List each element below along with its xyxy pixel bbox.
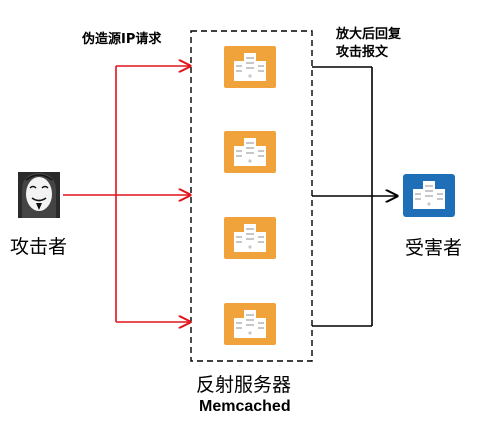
reflector-server-4 [224,303,276,345]
attacker-label: 攻击者 [10,236,68,258]
reflector-software-label: Memcached [199,398,291,415]
victim-server [403,174,455,217]
spoofed-request-label: 伪造源IP请求 [82,32,162,47]
amplified-reply-arrows [312,66,397,327]
amplified-reply-label-line1: 放大后回复 [336,27,402,42]
reflector-group-label: 反射服务器 [196,374,292,396]
spoofed-request-arrows [63,66,190,322]
reflector-server-2 [224,131,276,173]
anonymous-mask-icon [18,172,60,218]
reflector-server-1 [224,46,276,88]
amplified-reply-label: 放大后回复 攻击报文 [336,26,426,62]
amplified-reply-label-line2: 攻击报文 [336,45,389,60]
reflector-server-3 [224,217,276,259]
victim-label: 受害者 [405,237,463,259]
